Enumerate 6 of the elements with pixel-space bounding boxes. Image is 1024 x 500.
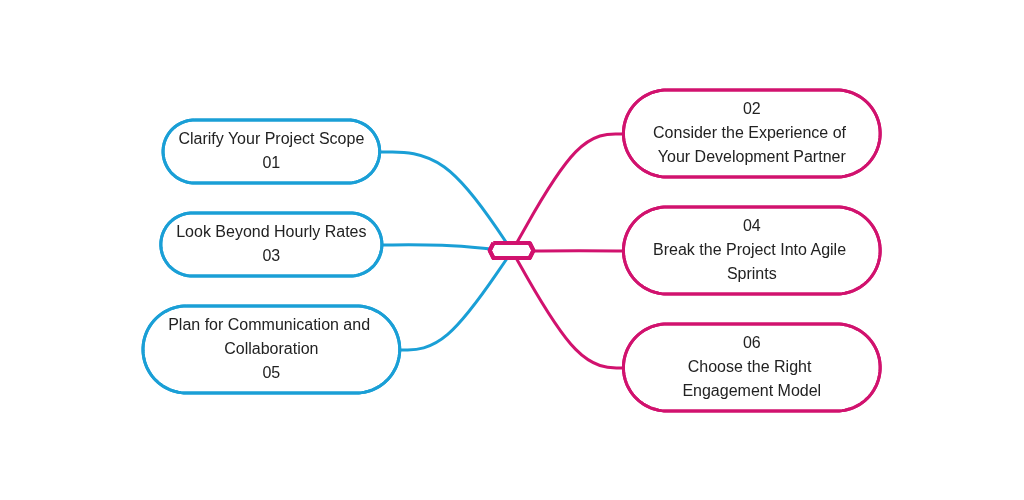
connector (534, 248, 625, 252)
connector (400, 257, 509, 351)
connector (515, 131, 625, 244)
connector (382, 242, 492, 251)
connector (380, 149, 509, 244)
connector (515, 257, 625, 369)
